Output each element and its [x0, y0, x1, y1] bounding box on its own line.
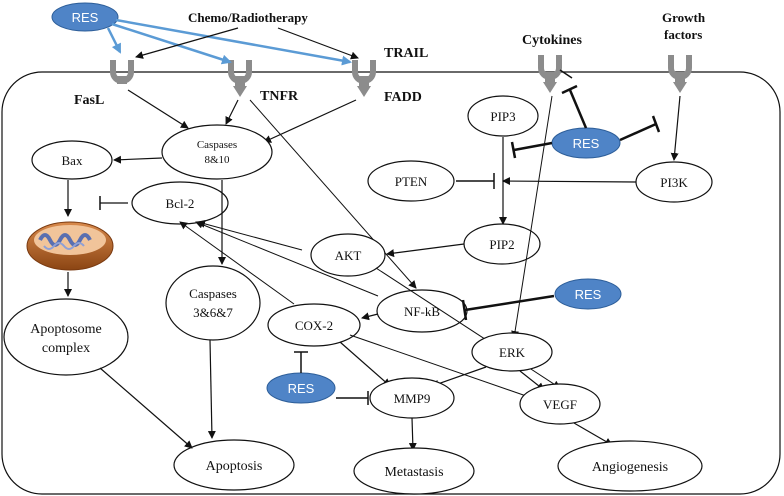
apoptosome-to-apoptosis-arrow	[99, 367, 193, 449]
cox2-to-bcl2-arrow	[179, 221, 295, 305]
metastasis-label: Metastasis	[384, 465, 443, 480]
nfkb-to-bcl2-arrow	[195, 220, 379, 297]
pi3k-to-pip3-arrow	[502, 177, 637, 186]
metastasis-node	[353, 447, 475, 495]
vegf-node	[519, 383, 601, 425]
nfkb-label: NF-kB	[404, 304, 440, 319]
res-node-top	[51, 2, 119, 32]
mmp9-label: MMP9	[394, 391, 431, 406]
trail-label: TRAIL	[384, 46, 428, 61]
chemo-label: Chemo/Radiotherapy	[188, 10, 308, 25]
erk-node	[471, 332, 553, 372]
cell-membrane	[1, 71, 781, 495]
res-inhibit-nfkb-bar	[461, 299, 468, 321]
pten-node	[367, 160, 455, 202]
bax-label: Bax	[62, 153, 83, 168]
cox2-node	[267, 303, 361, 347]
res-node-right	[554, 278, 622, 310]
caspases-to-bax-arrow	[113, 155, 163, 164]
caspases-3-6-7-node	[165, 265, 261, 341]
chemo-to-fasl-arrow	[135, 27, 239, 59]
res-inhibit-growth	[619, 122, 657, 142]
akt-node	[310, 233, 386, 277]
pten-label: PTEN	[395, 174, 428, 189]
fasl-label: FasL	[74, 93, 104, 108]
pi3k-label: PI3K	[660, 175, 688, 190]
res-inhibit-nfkb	[464, 294, 555, 312]
res-label-right: RES	[575, 287, 602, 302]
vegf-to-angiogenesis-arrow	[573, 422, 613, 446]
bax-node	[31, 140, 113, 180]
chemo-to-trail-arrow	[277, 27, 359, 60]
bcl2-label: Bcl-2	[166, 196, 195, 211]
apoptosome-label-1: Apoptosome	[30, 322, 102, 337]
res-inhibit-cytokines-bar	[561, 84, 578, 95]
caspases-8-10-node	[161, 124, 273, 180]
cox2-to-mmp9-arrow	[339, 341, 391, 387]
caspases-8-10-label-2: 8&10	[204, 154, 230, 166]
receptor-trail-icon	[352, 60, 376, 97]
res-inhibit-cytokines	[568, 89, 588, 129]
res-inhibit-pip3line	[513, 141, 553, 152]
apoptosome-node	[3, 298, 129, 376]
mmp9-to-metastasis-arrow	[408, 417, 417, 451]
caspases-3-6-7-label-2: 3&6&7	[193, 305, 233, 320]
receptor-growth-icon	[668, 55, 692, 93]
akt-label: AKT	[335, 248, 362, 263]
cox2-label: COX-2	[295, 318, 333, 333]
receptor-fasl-icon	[110, 60, 134, 84]
nfkb-node	[376, 289, 468, 333]
apoptosis-node	[173, 439, 295, 491]
fadd-label: FADD	[384, 90, 422, 105]
erk-to-mmp9-arrow	[431, 366, 487, 388]
erk-label: ERK	[499, 345, 526, 360]
mitochondrion-icon	[26, 221, 114, 271]
nfkb-to-cox2-arrow	[361, 312, 379, 321]
apoptosis-label: Apoptosis	[206, 459, 263, 474]
fasl-to-caspases-arrow	[127, 89, 189, 129]
pip3-label: PIP3	[490, 109, 515, 124]
vegf-label: VEGF	[543, 397, 577, 412]
res-inhibit-pip3line-bar	[510, 141, 517, 159]
res-to-trail-arrow	[115, 18, 352, 66]
tnfr-to-caspases-arrow	[225, 99, 239, 125]
receptor-tnfr-icon	[228, 60, 252, 97]
pip2-label: PIP2	[489, 237, 514, 252]
growth-to-pi3k-arrow	[670, 95, 681, 161]
res-to-fasl-arrow	[106, 27, 122, 54]
cytokines-to-erk-arrow	[511, 95, 553, 339]
res-label-top: RES	[72, 10, 99, 25]
angiogenesis-node	[557, 440, 703, 492]
receptor-cytokines-icon	[538, 55, 562, 93]
res-inhibit-growth-bar	[651, 115, 661, 133]
cytokine-membrane-mark	[559, 69, 573, 79]
tnfr-label: TNFR	[260, 89, 299, 104]
res-label-middle: RES	[573, 136, 600, 151]
akt-to-bcl2-arrow	[197, 219, 303, 251]
res-to-tnfr-arrow	[111, 22, 232, 65]
apoptosome-label-2: complex	[42, 341, 90, 356]
caspases-8-10-label-1: Caspases	[197, 139, 237, 151]
growth-label-line2: factors	[664, 27, 702, 42]
growth-label-line1: Growth	[662, 10, 706, 25]
caspases367-to-apoptosis-arrow	[207, 339, 216, 439]
res-label-lower: RES	[288, 381, 315, 396]
trail-to-caspases-arrow	[263, 99, 357, 143]
pip3-node	[467, 95, 539, 137]
caspases-3-6-7-label-1: Caspases	[189, 286, 237, 301]
cytokines-label: Cytokines	[522, 33, 582, 48]
angiogenesis-label: Angiogenesis	[592, 460, 668, 475]
cox2-to-vegf-arrow	[349, 334, 533, 400]
pip2-to-akt-arrow	[386, 243, 465, 258]
